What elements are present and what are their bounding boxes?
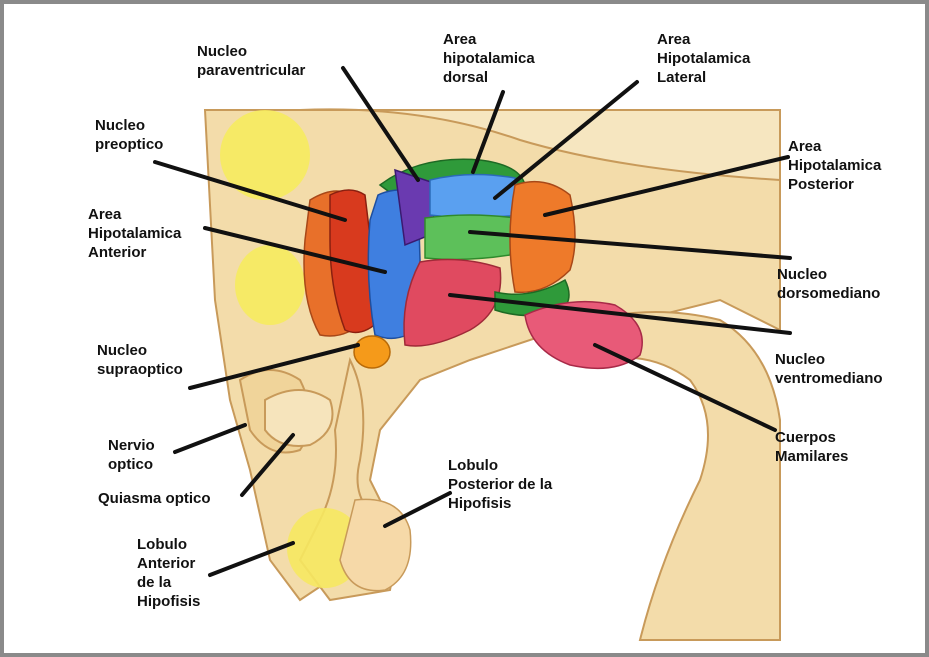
supraoptic-nucleus xyxy=(354,336,390,368)
label-lobulo-anterior-hipofisis: Lobulo Anterior de la Hipofisis xyxy=(137,535,200,611)
pointer-nervio xyxy=(175,425,245,452)
label-nucleo-ventromediano: Nucleo ventromediano xyxy=(775,350,883,388)
label-quiasma-optico: Quiasma optico xyxy=(98,489,211,508)
label-nucleo-paraventricular: Nucleo paraventricular xyxy=(197,42,305,80)
label-lobulo-posterior-hipofisis: Lobulo Posterior de la Hipofisis xyxy=(448,456,552,513)
label-nucleo-dorsomediano: Nucleo dorsomediano xyxy=(777,265,880,303)
yellow-region-lower xyxy=(235,245,305,325)
optic-chiasm-tissue xyxy=(265,390,333,446)
label-area-hipotalamica-posterior: Area Hipotalamica Posterior xyxy=(788,137,881,194)
label-cuerpos-mamilares: Cuerpos Mamilares xyxy=(775,428,848,466)
label-nucleo-supraoptico: Nucleo supraoptico xyxy=(97,341,183,379)
label-area-hipotalamica-dorsal: Area hipotalamica dorsal xyxy=(443,30,535,87)
label-nervio-optico: Nervio optico xyxy=(108,436,155,474)
label-area-hipotalamica-lateral: Area Hipotalamica Lateral xyxy=(657,30,750,87)
lateral-hypothalamic-area xyxy=(430,174,520,217)
label-area-hipotalamica-anterior: Area Hipotalamica Anterior xyxy=(88,205,181,262)
dorsomedial-nucleus xyxy=(425,215,515,259)
label-nucleo-preoptico: Nucleo preoptico xyxy=(95,116,163,154)
